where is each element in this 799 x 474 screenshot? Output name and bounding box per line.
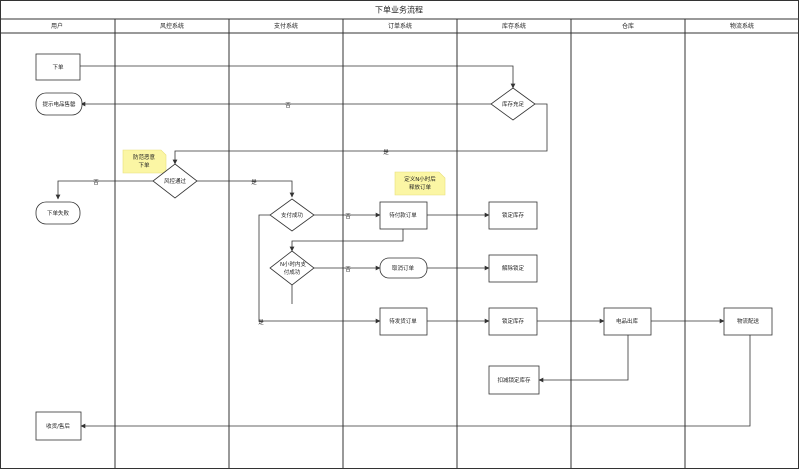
label-lock-stock-1: 锁定库存	[502, 211, 525, 219]
node-receipt-aftersale	[35, 411, 82, 441]
node-pending-ship-order	[379, 307, 428, 336]
edge-stock-yes	[172, 103, 548, 165]
edge-pending-to-check	[289, 229, 404, 252]
label-paid-within-n-line-2: 付成功	[284, 268, 301, 276]
edge-risk-yes	[197, 180, 295, 198]
edge-label-paid-no: 否	[345, 266, 351, 273]
edge-label-paid-yes: 是	[258, 319, 264, 326]
edge-label-stock-yes: 是	[383, 149, 389, 156]
note-anti-fraud-line-1: 防范恶意	[133, 153, 156, 161]
node-pay-success	[269, 198, 315, 232]
node-cancel-order	[379, 257, 428, 279]
note-n-hours: 定义N小时后 释放订单	[394, 171, 446, 196]
node-risk-pass	[152, 163, 198, 199]
edge-pay-yes	[258, 214, 381, 324]
edge-to-receipt	[80, 335, 751, 429]
node-release-lock	[488, 254, 538, 283]
note-anti-fraud: 防范恶意 下单	[122, 149, 167, 174]
note-n-hours-line-1: 定义N小时后	[404, 175, 436, 183]
label-risk-pass: 风控通过	[164, 177, 187, 185]
label-place-order: 下单	[52, 63, 64, 71]
edge-risk-no	[55, 180, 153, 200]
edges	[55, 65, 751, 429]
label-release-lock: 解除锁定	[502, 264, 525, 272]
edge-order-to-stock	[80, 65, 516, 89]
label-receipt-aftersale: 收货/售后	[46, 422, 70, 430]
label-out-of-warehouse: 电品出库	[616, 317, 639, 325]
lane-separators	[114, 19, 686, 469]
lane-title-warehouse: 仓库	[622, 22, 634, 30]
node-logistics-delivery	[723, 307, 773, 336]
node-stock-enough	[490, 87, 536, 121]
lane-title-order: 订单系统	[388, 22, 412, 30]
label-order-fail: 下单失败	[47, 209, 70, 217]
note-anti-fraud-line-2: 下单	[138, 161, 150, 169]
node-out-of-warehouse	[603, 307, 652, 336]
edge-label-risk-no: 否	[93, 179, 99, 186]
edge-label-stock-no: 否	[285, 102, 291, 109]
node-lock-stock-2	[488, 307, 538, 336]
node-order-fail	[35, 201, 81, 225]
edge-to-deduct	[538, 335, 629, 383]
note-anti-fraud-shape	[122, 149, 167, 174]
label-paid-within-n-line-1: N小时内支	[280, 260, 307, 268]
label-stock-enough: 库存充足	[502, 100, 525, 108]
lane-title-payment: 支付系统	[274, 22, 298, 30]
label-pending-ship-order: 待发货订单	[389, 317, 417, 325]
lane-title-logistics: 物流系统	[730, 22, 754, 30]
node-lock-stock-1	[488, 201, 538, 230]
node-place-order	[35, 53, 81, 81]
node-low-stock-alert	[35, 92, 83, 116]
edge-label-pay-no: 否	[345, 213, 351, 220]
note-n-hours-line-2: 释放订单	[409, 183, 432, 191]
nodes	[35, 53, 773, 441]
label-logistics-delivery: 物流配送	[737, 317, 760, 325]
diagram-title: 下单业务流程	[375, 5, 423, 15]
label-low-stock-alert: 提示电品售罄	[42, 100, 76, 108]
label-pay-success: 支付成功	[281, 211, 304, 219]
lane-title-inventory: 库存系统	[502, 22, 526, 30]
label-cancel-order: 取消订单	[392, 264, 415, 272]
label-lock-stock-2: 锁定库存	[502, 317, 525, 325]
note-n-hours-shape	[394, 171, 446, 196]
lane-title-risk: 风控系统	[160, 22, 184, 30]
label-pending-pay-order: 待付款订单	[389, 211, 417, 219]
edge-label-risk-yes: 是	[251, 179, 257, 186]
node-deduct-locked-stock	[488, 365, 540, 395]
node-paid-within-n	[269, 250, 315, 286]
node-pending-pay-order	[379, 201, 428, 230]
lane-title-user: 用户	[51, 22, 63, 30]
label-deduct-locked-stock: 扣减锁定库存	[497, 376, 531, 384]
